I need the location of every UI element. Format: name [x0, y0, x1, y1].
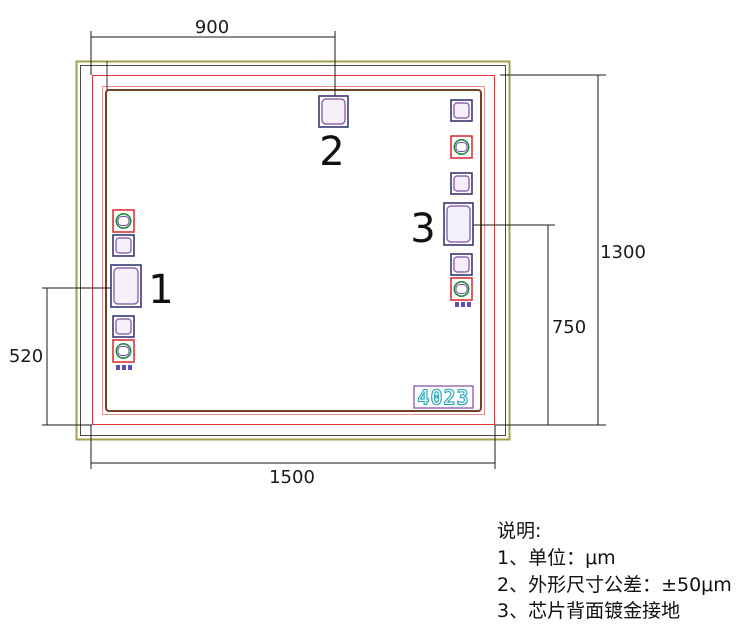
pad-metal — [117, 346, 130, 356]
pad-metal — [455, 142, 468, 152]
pad-1 — [110, 264, 142, 308]
chip-outline — [75, 60, 511, 441]
pad-3-label: 3 — [410, 206, 435, 252]
dimension-value: 520 — [9, 346, 43, 367]
probe-pad-left-1 — [112, 209, 135, 233]
chip-inner-border — [80, 65, 506, 436]
pad-3 — [443, 202, 474, 246]
via-ring — [115, 343, 132, 359]
bond-pad-left-1 — [112, 234, 135, 257]
probe-pad-left-2 — [112, 339, 135, 363]
dimension-pad1-offset-y: 520 — [9, 287, 126, 426]
note-item-backside: 3、芯片背面镀金接地 — [497, 600, 680, 622]
pad-metal — [115, 237, 132, 254]
pad-metal — [113, 267, 139, 305]
dimension-value: 900 — [195, 17, 229, 38]
probe-pad-right-1 — [450, 135, 473, 159]
test-dots-right — [455, 302, 471, 307]
keepout-line — [102, 86, 485, 415]
dimension-pad3-offset-y: 750 — [459, 224, 586, 425]
dimension-value: 1500 — [269, 467, 315, 488]
test-dot — [128, 365, 132, 370]
note-item-tolerance: 2、外形尺寸公差：±50μm — [497, 574, 732, 596]
pad-metal — [446, 205, 471, 243]
dimension-chip-height: 1300 — [495, 74, 646, 426]
via-ring — [115, 213, 132, 229]
bond-pad-right-2 — [450, 172, 473, 195]
notes-title: 说明: — [497, 520, 541, 542]
test-dot — [467, 302, 471, 307]
test-dots-left — [116, 365, 132, 370]
chip-marking: 4023 — [413, 385, 474, 410]
marking-text: 4023 — [417, 386, 469, 410]
pad-metal — [321, 98, 346, 125]
chip-outer-border — [75, 60, 511, 441]
dimension-value: 1300 — [600, 242, 646, 263]
test-dot — [116, 365, 120, 370]
notes: 说明: 1、单位：μm 2、外形尺寸公差：±50μm 3、芯片背面镀金接地 — [497, 520, 732, 622]
note-item-unit: 1、单位：μm — [497, 547, 616, 569]
scribe-line — [92, 75, 495, 425]
bond-pad-right-3 — [450, 253, 473, 276]
via-ring — [453, 281, 470, 297]
dimension-chip-width: 1500 — [90, 425, 496, 488]
pad-metal — [455, 284, 468, 294]
pad-metal — [453, 102, 470, 119]
test-dot — [122, 365, 126, 370]
pad-metal — [115, 318, 132, 335]
dimension-pad2-offset-x: 900 — [90, 17, 336, 96]
marking-frame — [413, 385, 474, 409]
pad-2 — [318, 95, 349, 128]
pad-metal — [117, 216, 130, 226]
test-dot — [455, 302, 459, 307]
probe-pad-right-2 — [450, 277, 473, 301]
active-area — [105, 89, 482, 412]
pad-1-label: 1 — [148, 267, 173, 313]
bond-pad-left-2 — [112, 315, 135, 338]
test-dot — [461, 302, 465, 307]
pad-metal — [453, 175, 470, 192]
pad-metal — [453, 256, 470, 273]
pad-2-label: 2 — [319, 129, 344, 175]
via-ring — [453, 139, 470, 155]
dimension-value: 750 — [552, 317, 586, 338]
bond-pad-right-1 — [450, 99, 473, 122]
